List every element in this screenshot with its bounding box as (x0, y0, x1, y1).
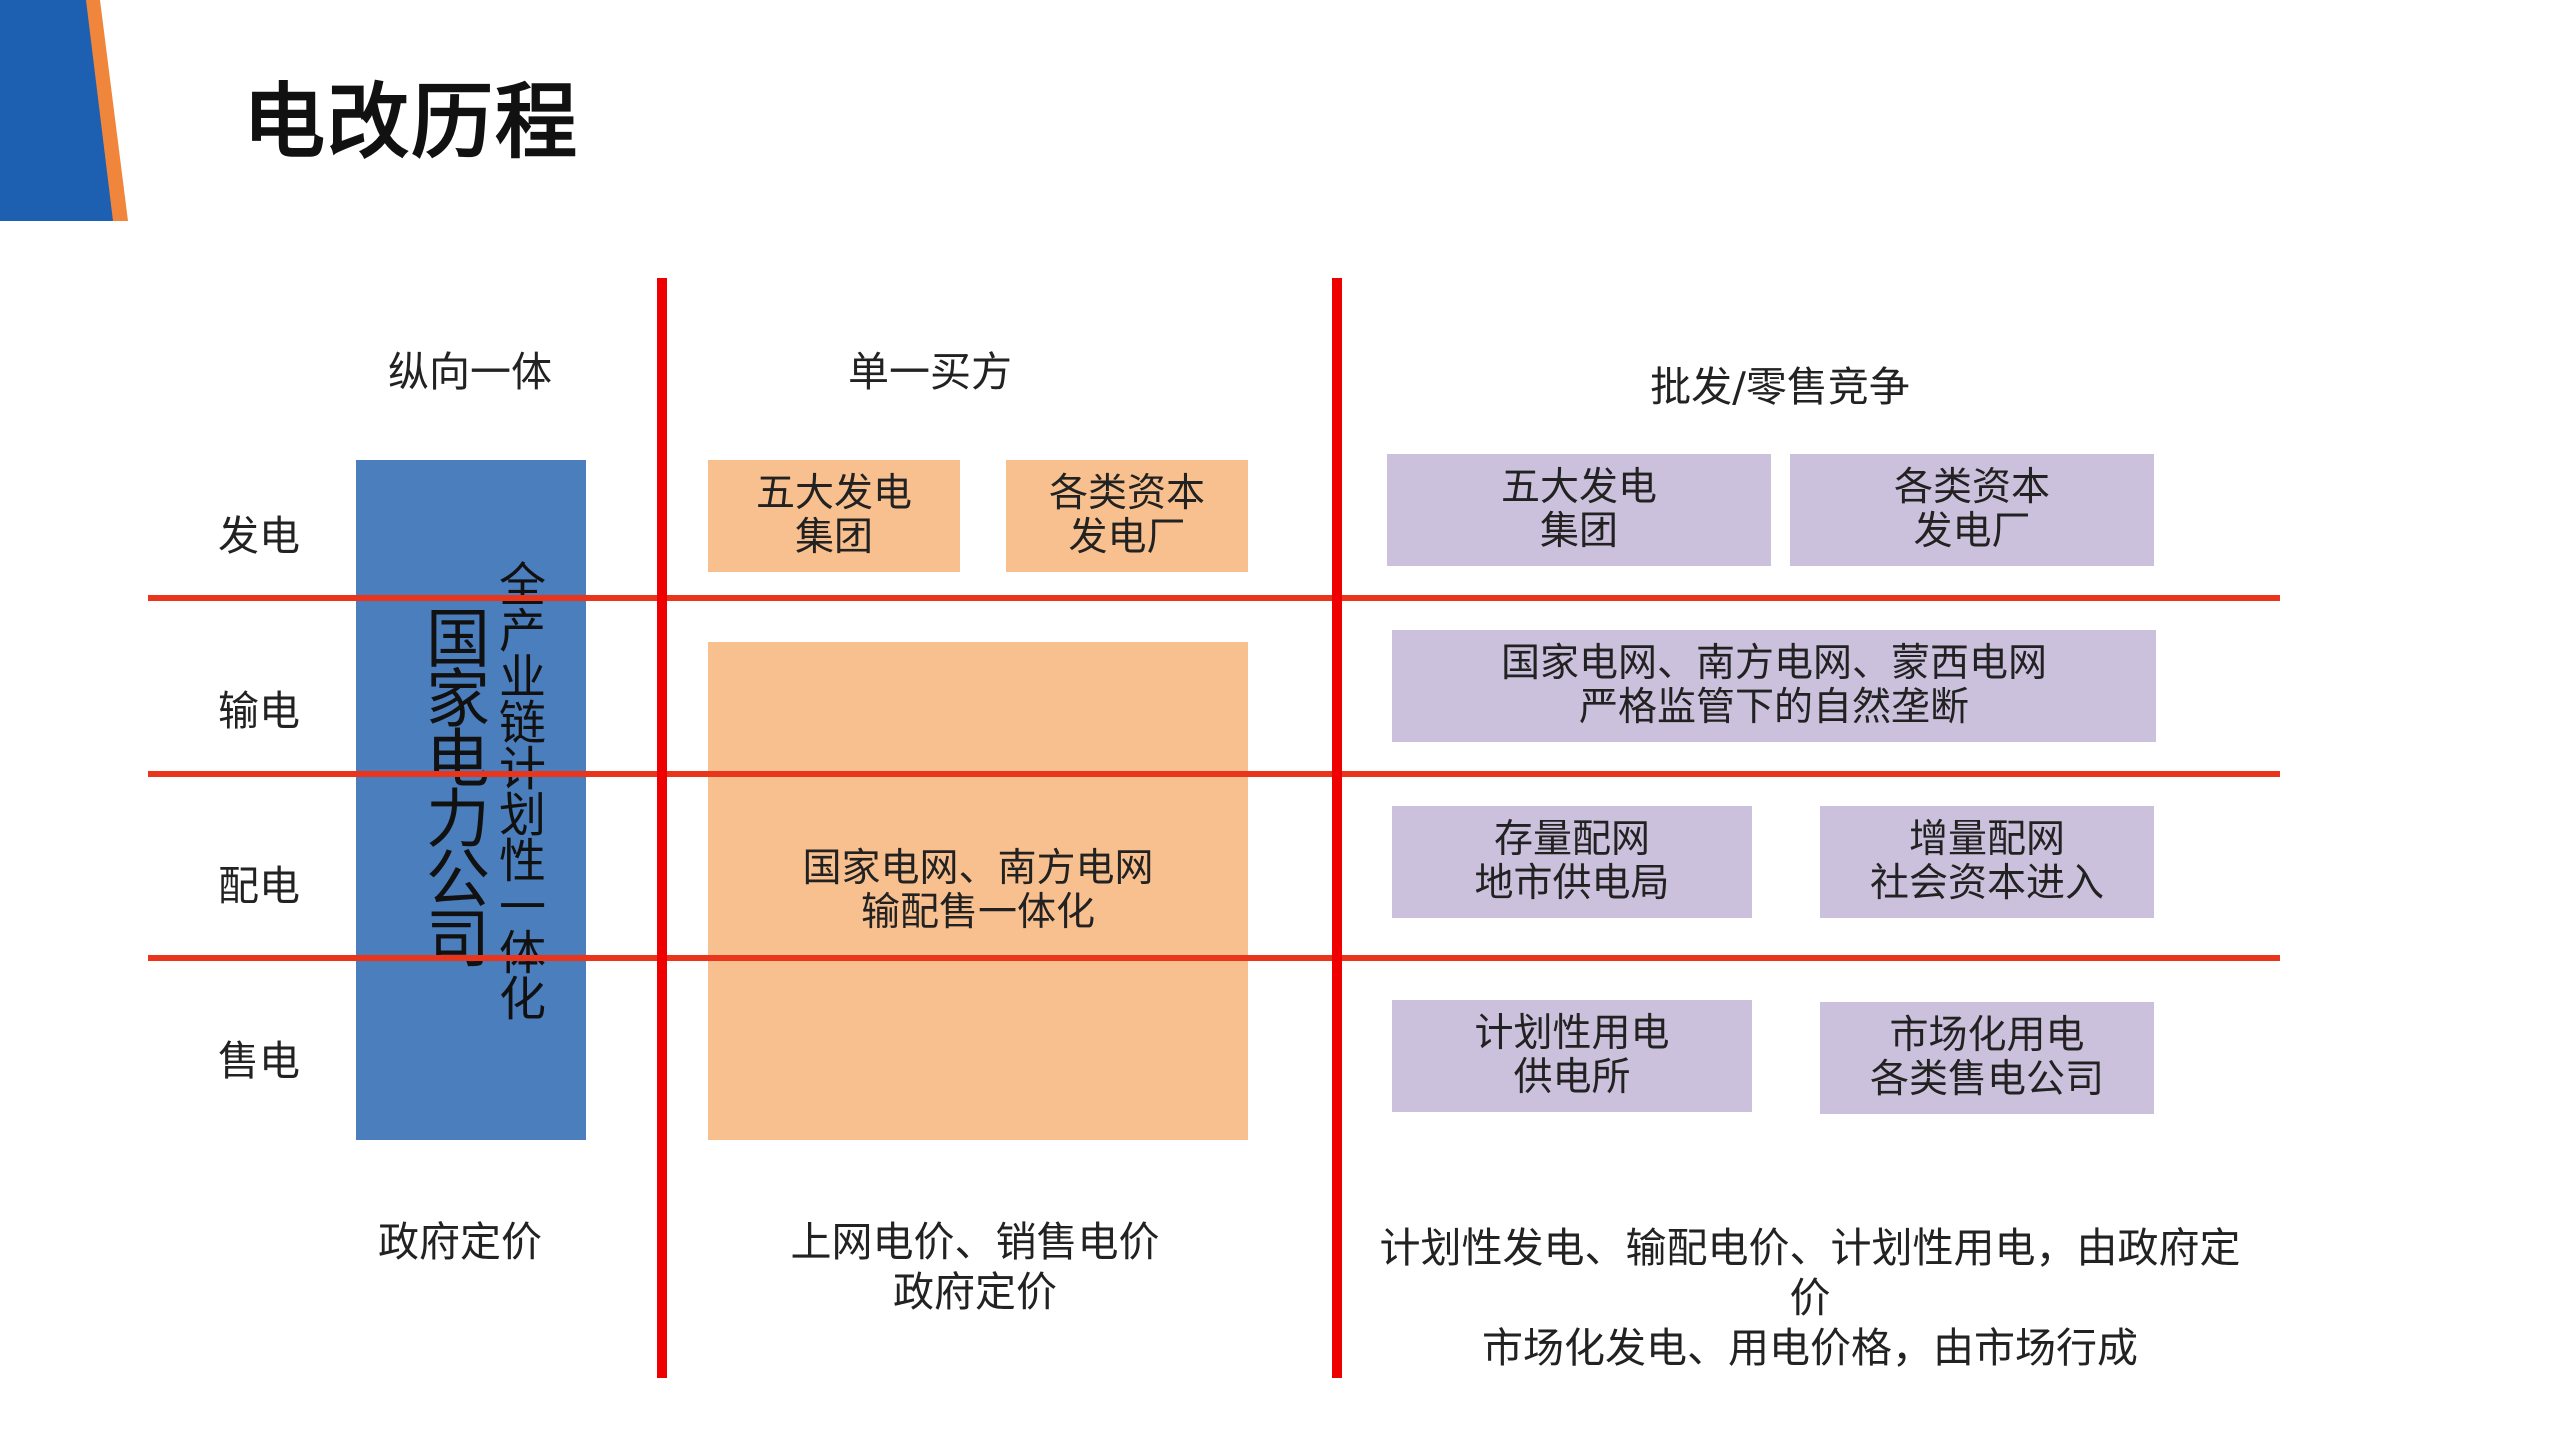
row-label-generation: 发电 (218, 512, 300, 560)
box-capital-power-plants: 各类资本 发电厂 (1006, 460, 1248, 572)
page-title: 电改历程 (243, 75, 580, 170)
row-label-distribution: 配电 (218, 862, 300, 910)
row-separator-2 (148, 771, 2280, 777)
column-header-wholesale-retail: 批发/零售竞争 (1650, 363, 1910, 411)
full-chain-integration-label: 全产业链计划性一体化 (490, 560, 545, 1020)
box-market-consumption: 市场化用电 各类售电公司 (1820, 1002, 2154, 1114)
box-five-generation-groups: 五大发电 集团 (708, 460, 960, 572)
row-label-retail: 售电 (218, 1037, 300, 1085)
box-incremental-distribution: 增量配网 社会资本进入 (1820, 806, 2154, 918)
box-five-generation-groups-market: 五大发电 集团 (1387, 454, 1771, 566)
row-separator-3 (148, 955, 2280, 961)
state-power-company-label: 国家电力公司 (415, 605, 489, 965)
column-header-vertical-integration: 纵向一体 (388, 348, 552, 396)
box-capital-power-plants-market: 各类资本 发电厂 (1790, 454, 2154, 566)
state-power-company-bar (356, 460, 586, 1140)
footer-government-pricing: 政府定价 (378, 1218, 542, 1266)
row-label-transmission: 输电 (218, 687, 300, 735)
box-grid-integrated: 国家电网、南方电网 输配售一体化 (708, 642, 1248, 1140)
footer-single-buyer-pricing: 上网电价、销售电价 政府定价 (790, 1218, 1160, 1317)
box-existing-distribution: 存量配网 地市供电局 (1392, 806, 1752, 918)
column-header-single-buyer: 单一买方 (848, 348, 1012, 396)
column-divider-2 (1332, 278, 1342, 1378)
footer-market-pricing: 计划性发电、输配电价、计划性用电，由政府定价 市场化发电、用电价格，由市场行成 (1379, 1224, 2241, 1373)
row-separator-1 (148, 595, 2280, 601)
column-divider-1 (657, 278, 667, 1378)
box-grid-natural-monopoly: 国家电网、南方电网、蒙西电网 严格监管下的自然垄断 (1392, 630, 2156, 742)
box-planned-consumption: 计划性用电 供电所 (1392, 1000, 1752, 1112)
